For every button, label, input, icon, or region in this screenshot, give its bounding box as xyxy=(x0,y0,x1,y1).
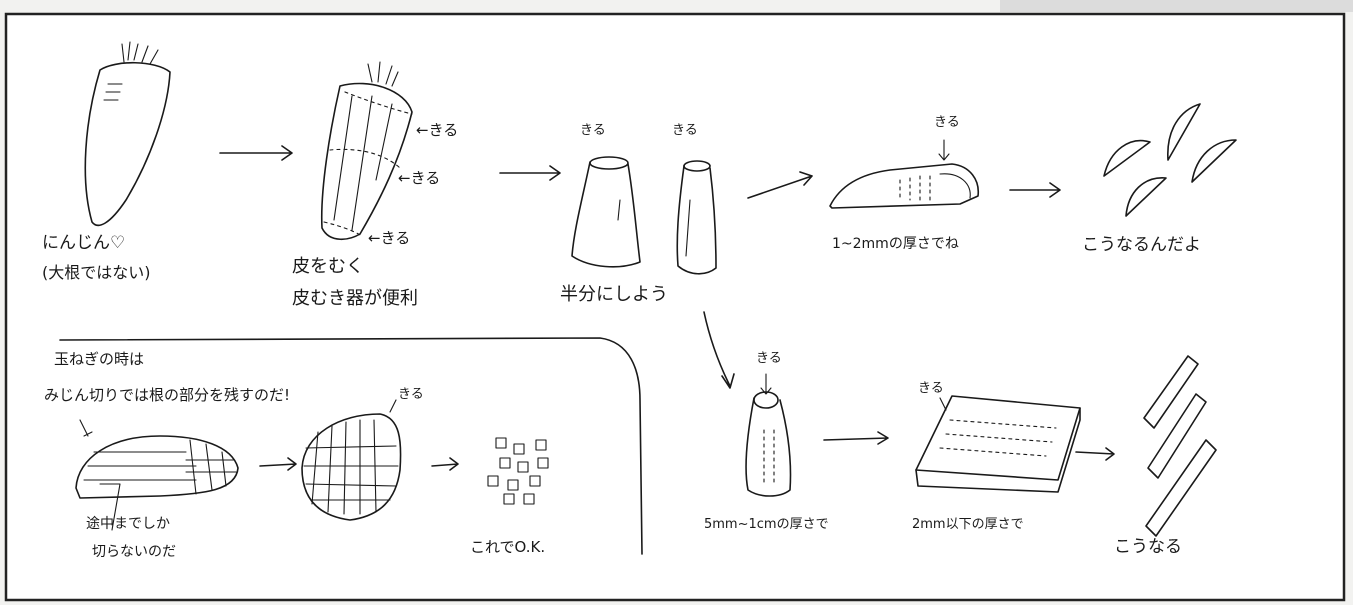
peel-cut-label-1: ←きる xyxy=(416,121,458,139)
stick-piece-drawing xyxy=(745,373,792,497)
half-moon-slices-drawing xyxy=(1103,103,1237,217)
onion-heading-1: 玉ねぎの時は xyxy=(54,350,144,368)
half-cut-label-1: きる xyxy=(580,123,606,138)
stick-cut-label: きる xyxy=(756,351,782,366)
arrow-half-to-slice xyxy=(747,171,813,199)
peel-cut-label-3: ←きる xyxy=(368,229,410,247)
onion-cut-drawing xyxy=(301,399,402,521)
half-label: 半分にしよう xyxy=(560,284,668,305)
result-bottom-label: こうなる xyxy=(1114,537,1182,557)
onion-note-2: 切らないのだ xyxy=(92,544,176,560)
arrow-onion-1 xyxy=(259,457,297,471)
result-top-label: こうなるんだよ xyxy=(1082,235,1201,255)
arrow-plank-to-result xyxy=(1075,447,1115,461)
plank-thickness: 2mm以下の厚さで xyxy=(912,517,1024,532)
arrow-onion-2 xyxy=(431,457,459,471)
arrow-half-to-stick xyxy=(703,311,735,389)
onion-heading-2: みじん切りでは根の部分を残すのだ! xyxy=(44,386,290,404)
arrow-slice-to-result xyxy=(1009,182,1061,198)
plank-cut-label: きる xyxy=(918,381,944,396)
onion-half-drawing xyxy=(75,419,239,531)
arrow-stick-to-plank xyxy=(823,431,889,445)
slice-cut-label: きる xyxy=(934,115,960,130)
slice-thickness: 1~2mmの厚さでね xyxy=(832,236,959,252)
onion-note-1: 途中までしか xyxy=(86,515,170,532)
peel-cut-label-2: ←きる xyxy=(398,169,440,187)
onion-diced-drawing xyxy=(487,437,549,505)
plank-drawing xyxy=(915,395,1081,493)
onion-section-border xyxy=(59,337,643,555)
half-cylinder-drawing xyxy=(829,139,979,209)
scan-edge xyxy=(1000,0,1353,12)
half-cut-label-2: きる xyxy=(672,123,698,138)
sticks-result-drawing xyxy=(1143,355,1217,537)
onion-cut-label: きる xyxy=(398,387,424,402)
stick-thickness: 5mm~1cmの厚さで xyxy=(704,517,829,532)
peel-line-2: 皮むき器が便利 xyxy=(292,288,418,309)
carrot-note: (大根ではない) xyxy=(42,263,151,282)
half-pieces-drawing xyxy=(571,156,717,275)
peeled-carrot-drawing xyxy=(320,61,413,241)
arrow-carrot-to-peel xyxy=(219,145,293,161)
diagram-frame xyxy=(4,12,1346,602)
carrot-drawing xyxy=(84,41,171,227)
carrot-label: にんじん♡ xyxy=(42,233,125,253)
peel-line-1: 皮をむく xyxy=(292,256,364,277)
onion-result: これでO.K. xyxy=(470,538,545,556)
arrow-peel-to-half xyxy=(499,165,561,181)
